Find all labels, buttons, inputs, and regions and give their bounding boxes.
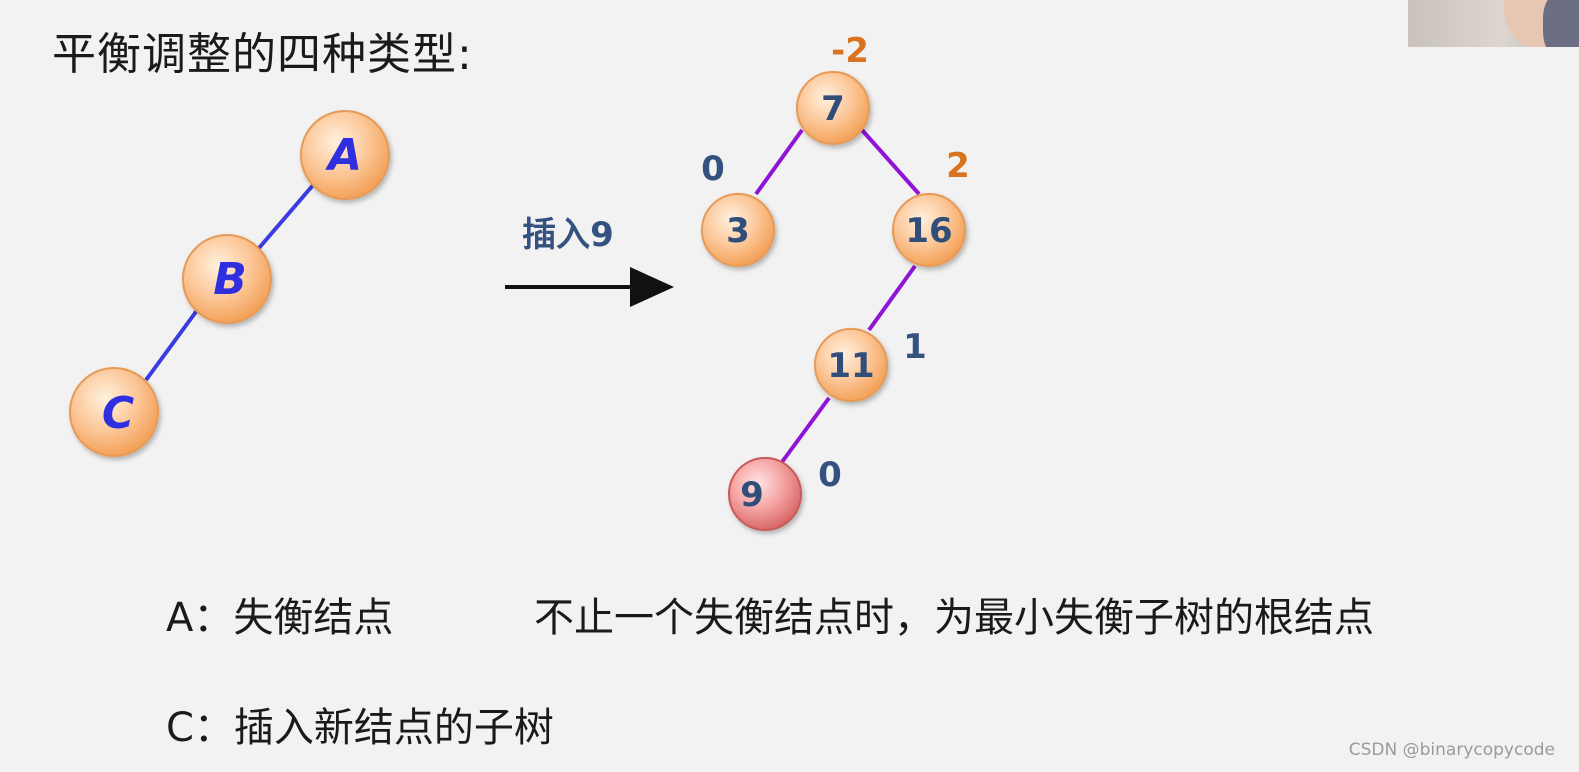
presenter-hair	[1543, 0, 1579, 47]
tree-node-3: 3	[701, 193, 775, 267]
note-c-label: C：插入新结点的子树	[166, 705, 554, 751]
edge-11-9	[780, 396, 831, 464]
webcam-overlay	[1408, 0, 1579, 47]
balance-factor-7: -2	[831, 31, 869, 71]
insert-label: 插入9	[522, 215, 614, 255]
edge-a-b	[257, 182, 316, 250]
note-a-detail: 不止一个失衡结点时，为最小失衡子树的根结点	[534, 595, 1374, 641]
node-16-label: 16	[905, 211, 952, 251]
edge-7-3	[754, 128, 804, 196]
node-11-label: 11	[827, 346, 874, 386]
node-7-label: 7	[821, 89, 845, 129]
note-a-label: A：失衡结点	[166, 595, 394, 641]
balance-factor-11: 1	[903, 327, 927, 367]
tree-node-7: 7	[796, 71, 870, 145]
tree-node-16: 16	[892, 193, 966, 267]
node-3-label: 3	[726, 211, 750, 251]
node-c-label: C	[102, 388, 134, 439]
tree-node-11: 11	[814, 328, 888, 402]
watermark: CSDN @binarycopycode	[1348, 740, 1555, 760]
balance-factor-16: 2	[946, 146, 970, 186]
node-9-label: 9	[740, 475, 764, 515]
balance-factor-3: 0	[701, 149, 725, 189]
node-a-label: A	[325, 130, 362, 181]
left-tree-node-b: B	[182, 234, 272, 324]
right-tree-edges	[754, 128, 921, 464]
left-tree-node-c: C	[69, 367, 159, 457]
edge-16-11	[867, 264, 917, 332]
node-b-label: B	[213, 254, 247, 305]
balance-factor-9: 0	[818, 455, 842, 495]
left-tree-node-a: A	[300, 110, 390, 200]
edge-7-16	[860, 128, 921, 196]
left-tree-edges	[144, 182, 316, 382]
tree-node-9-new: 9	[728, 457, 802, 531]
edge-b-c	[144, 307, 200, 382]
page-title: 平衡调整的四种类型:	[52, 29, 473, 80]
